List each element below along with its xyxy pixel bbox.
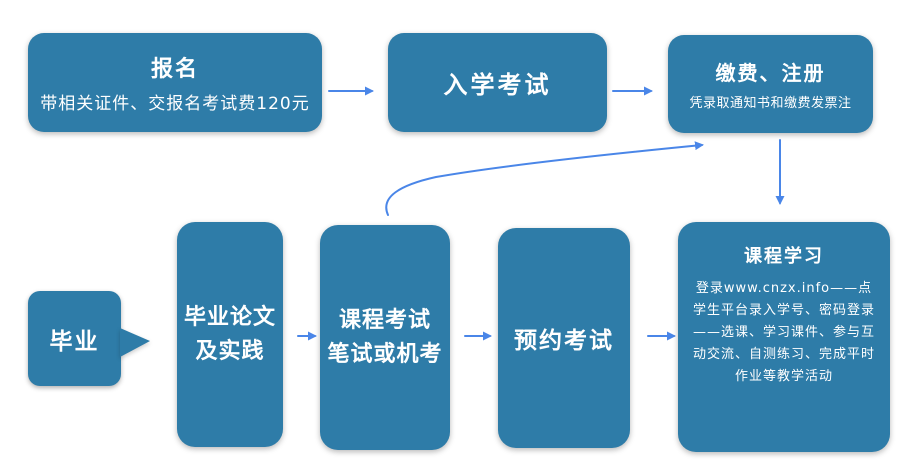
node-thesis-practice: 毕业论文 及实践 bbox=[177, 222, 283, 447]
node-payment-registration: 缴费、注册 凭录取通知书和缴费发票注 bbox=[668, 35, 873, 133]
node-entrance-exam: 入学考试 bbox=[388, 33, 607, 132]
node-graduation: 毕业 bbox=[28, 291, 150, 386]
node-book-exam: 预约考试 bbox=[498, 228, 630, 448]
node-entrance-exam-title: 入学考试 bbox=[443, 71, 552, 99]
node-course-study: 课程学习 登录www.cnzx.info——点学生平台录入学号、密码登录——选课… bbox=[678, 222, 890, 452]
node-payment-registration-subtitle: 凭录取通知书和缴费发票注 bbox=[689, 96, 852, 111]
node-thesis-practice-line1: 毕业论文 bbox=[183, 304, 276, 330]
bubble-tail bbox=[120, 328, 150, 357]
arrow-kaoshi-back-to-jiaofei bbox=[385, 141, 704, 216]
node-book-exam-title: 预约考试 bbox=[514, 328, 614, 354]
node-course-study-body: 登录www.cnzx.info——点学生平台录入学号、密码登录——选课、学习课件… bbox=[692, 281, 875, 384]
node-thesis-practice-title: 毕业论文 及实践 bbox=[184, 301, 276, 369]
node-graduation-title: 毕业 bbox=[49, 328, 100, 355]
node-course-exam: 课程考试 笔试或机考 bbox=[320, 225, 450, 450]
node-registration: 报名 带相关证件、交报名考试费120元 bbox=[28, 33, 322, 132]
node-course-exam-line1: 课程考试 bbox=[338, 307, 431, 333]
node-course-exam-title: 课程考试 笔试或机考 bbox=[327, 304, 442, 372]
node-thesis-practice-line2: 及实践 bbox=[195, 338, 265, 364]
node-course-study-title: 课程学习 bbox=[744, 246, 824, 267]
node-registration-title: 报名 bbox=[150, 57, 199, 82]
node-payment-registration-title: 缴费、注册 bbox=[715, 61, 826, 85]
node-course-exam-line2: 笔试或机考 bbox=[327, 341, 443, 367]
node-registration-subtitle: 带相关证件、交报名考试费120元 bbox=[40, 94, 310, 114]
